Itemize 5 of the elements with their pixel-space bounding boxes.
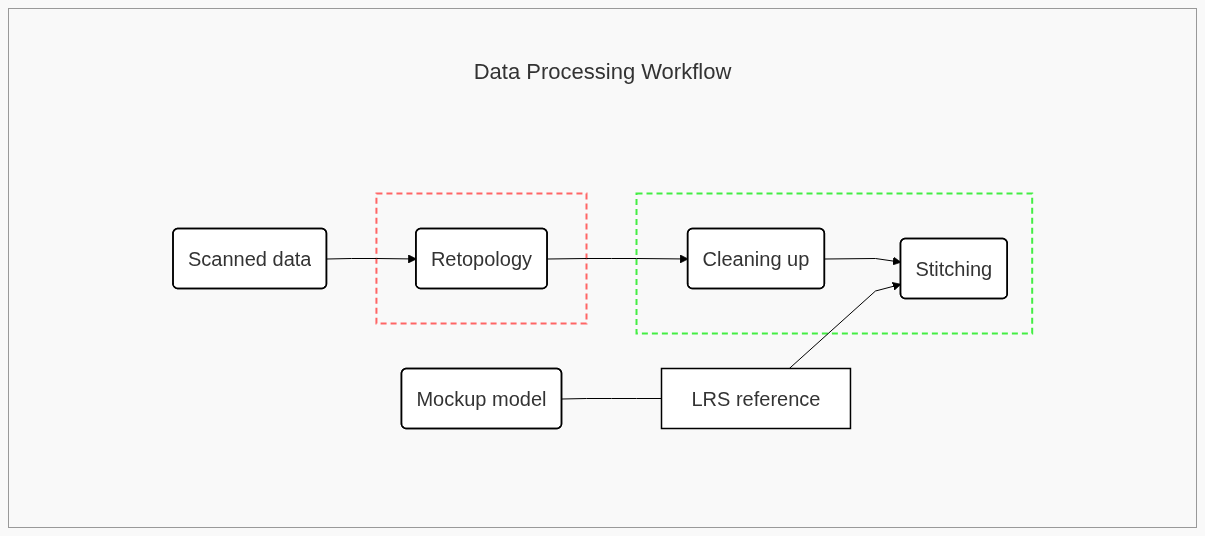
cluster (635, 192, 1034, 335)
cluster (375, 192, 588, 325)
node-box: LRS reference (660, 367, 852, 430)
connector (561, 398, 662, 400)
diagram-title: Data Processing Workflow (473, 59, 732, 85)
